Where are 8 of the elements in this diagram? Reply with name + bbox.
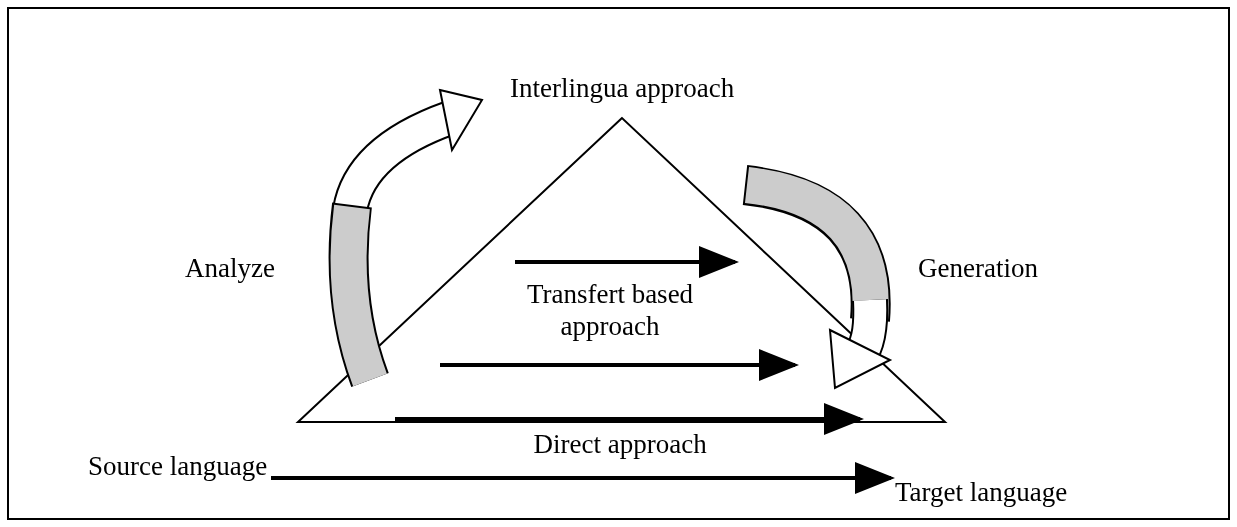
step-label: Generation (918, 252, 1038, 284)
arrow (271, 462, 895, 494)
level-label: Direct approach (533, 428, 707, 460)
apex-label: Interlingua approach (510, 72, 735, 104)
language-label: Target language (895, 476, 1068, 508)
step-label: Analyze (185, 252, 275, 284)
language-label: Source language (88, 450, 268, 482)
level-label: Transfert based approach (525, 278, 695, 342)
